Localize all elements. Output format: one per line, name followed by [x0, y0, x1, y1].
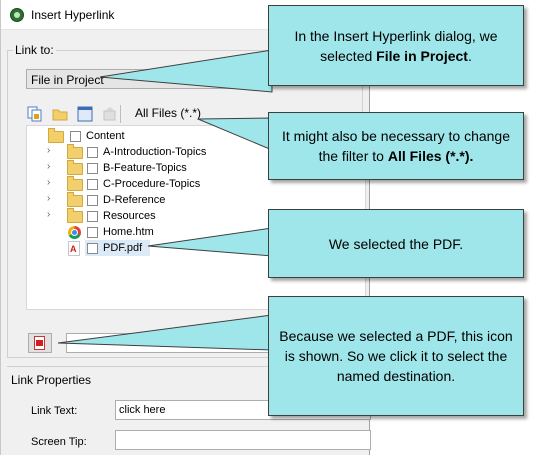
named-destination-field[interactable]	[66, 333, 286, 353]
callout-bold-text: File in Project	[376, 47, 468, 64]
chevron-right-icon[interactable]: ›	[47, 145, 51, 156]
tree-row-resources[interactable]: › Resources	[27, 208, 347, 224]
tree-checkbox[interactable]	[87, 195, 98, 206]
tree-checkbox[interactable]	[87, 163, 98, 174]
callout-text: It might also be necessary to change the…	[281, 128, 511, 164]
tree-checkbox[interactable]	[87, 227, 98, 238]
file-filter-dropdown[interactable]: All Files (*.*)	[135, 106, 202, 120]
tree-item-label: Content	[86, 130, 125, 142]
callout-bold-text: All Files (*.*).	[387, 148, 474, 164]
link-to-select[interactable]: File in Project ⌄	[26, 69, 251, 89]
folder-icon	[67, 176, 83, 191]
folder-icon	[67, 208, 83, 223]
tree-checkbox[interactable]	[87, 243, 98, 254]
folder-icon	[67, 144, 83, 159]
tree-row-home[interactable]: Home.htm	[27, 224, 347, 240]
callout-text: We selected the PDF.	[328, 235, 464, 252]
tree-row-d-reference[interactable]: › D-Reference	[27, 192, 347, 208]
dialog-title: Insert Hyperlink	[31, 8, 115, 22]
chrome-browser-icon	[68, 226, 81, 239]
callout-text-end: .	[467, 47, 472, 64]
toolbar-separator	[120, 105, 121, 123]
window-view-icon[interactable]	[76, 105, 94, 123]
callout-text: In the Insert Hyperlink dialog, we selec…	[294, 27, 498, 64]
tree-item-label: D-Reference	[103, 194, 166, 206]
tree-item-label: PDF.pdf	[103, 242, 143, 254]
copy-files-icon[interactable]	[26, 105, 44, 123]
link-text-value: click here	[119, 404, 166, 416]
pdf-bookmark-icon	[34, 336, 45, 350]
link-text-label: Link Text:	[31, 405, 78, 417]
tree-checkbox[interactable]	[87, 179, 98, 190]
callout-pdf-icon: Because we selected a PDF, this icon is …	[268, 296, 524, 416]
selection-highlight	[85, 240, 150, 256]
tree-item-label: C-Procedure-Topics	[103, 178, 201, 190]
link-to-label: Link to:	[13, 43, 56, 57]
chevron-right-icon[interactable]: ›	[47, 161, 51, 172]
folder-icon	[48, 128, 64, 143]
folder-icon	[67, 192, 83, 207]
tree-checkbox[interactable]	[87, 211, 98, 222]
callout-all-files-filter: It might also be necessary to change the…	[268, 112, 524, 180]
link-to-select-value: File in Project	[31, 73, 104, 87]
tree-item-label: Home.htm	[103, 226, 154, 238]
chevron-right-icon[interactable]: ›	[47, 193, 51, 204]
tree-row-content[interactable]: Content	[27, 128, 347, 144]
screen-tip-label: Screen Tip:	[31, 436, 87, 448]
section-divider	[7, 366, 365, 367]
tree-item-label: B-Feature-Topics	[103, 162, 187, 174]
tree-checkbox[interactable]	[70, 131, 81, 142]
tree-row-pdf[interactable]: PDF.pdf	[27, 240, 347, 256]
pdf-file-icon	[68, 241, 80, 256]
callout-selected-pdf: We selected the PDF.	[268, 209, 524, 278]
folder-icon	[67, 160, 83, 175]
tree-item-label: A-Introduction-Topics	[103, 146, 207, 158]
tree-row-a-introduction[interactable]: › A-Introduction-Topics	[27, 144, 347, 160]
tree-item-label: Resources	[103, 210, 156, 222]
chevron-right-icon[interactable]: ›	[47, 209, 51, 220]
chevron-right-icon[interactable]: ›	[47, 177, 51, 188]
callout-file-in-project: In the Insert Hyperlink dialog, we selec…	[268, 5, 524, 86]
disabled-action-icon[interactable]	[101, 105, 119, 123]
chevron-down-icon: ⌄	[235, 72, 245, 84]
screen-tip-input[interactable]	[115, 430, 371, 450]
tree-row-c-procedure[interactable]: › C-Procedure-Topics	[27, 176, 347, 192]
link-properties-label: Link Properties	[11, 373, 92, 387]
pdf-named-destination-button[interactable]	[28, 333, 52, 353]
tree-row-b-feature[interactable]: › B-Feature-Topics	[27, 160, 347, 176]
callout-text: Because we selected a PDF, this icon is …	[279, 328, 513, 384]
tree-checkbox[interactable]	[87, 147, 98, 158]
open-folder-icon[interactable]	[51, 105, 69, 123]
app-logo-icon	[10, 8, 24, 22]
file-toolbar: All Files (*.*)	[26, 103, 356, 125]
